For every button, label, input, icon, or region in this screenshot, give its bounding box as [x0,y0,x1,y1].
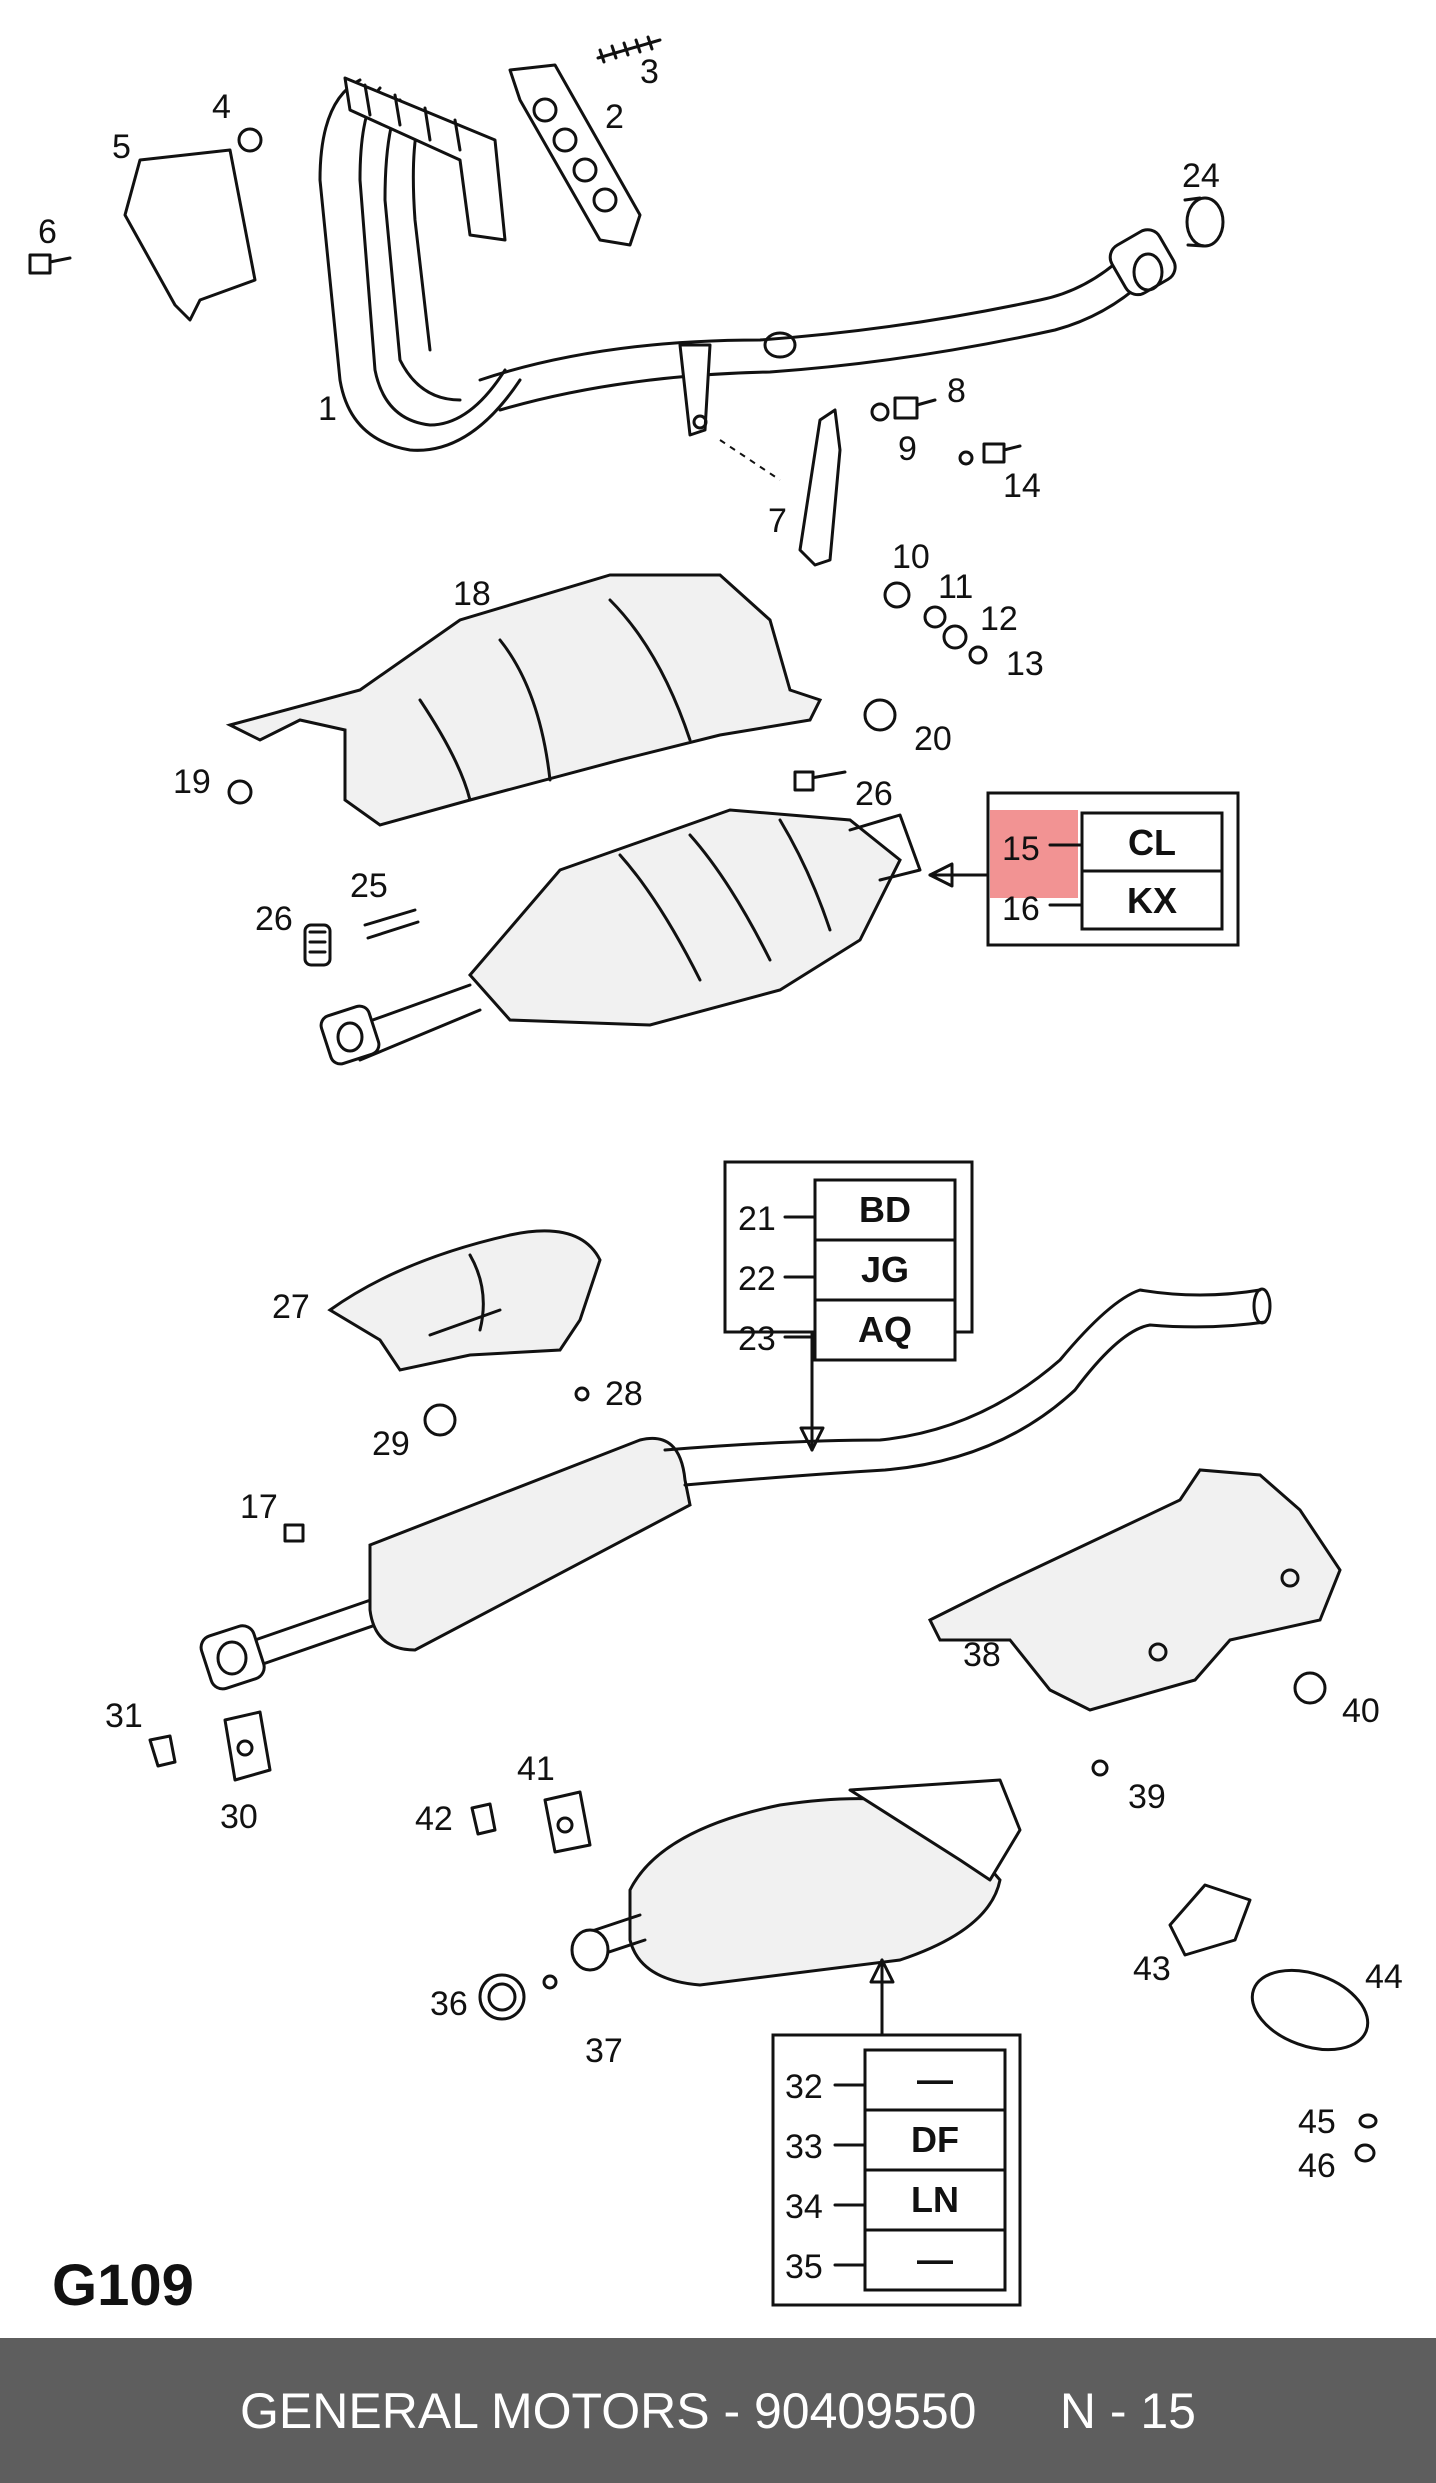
table-row-32-code: — [917,2059,953,2100]
footer-gap [976,2382,1059,2440]
callout-24: 24 [1182,157,1220,195]
callout-2: 2 [605,98,624,136]
table-row-35-number: 35 [785,2248,823,2286]
callout-45: 45 [1298,2103,1336,2141]
nut-29-part [423,1403,457,1437]
callout-10: 10 [892,538,930,576]
footer-brand: GENERAL MOTORS [240,2382,710,2439]
callout-44: 44 [1365,1958,1403,1996]
rear-silencer-part [570,1778,1022,1987]
center-heat-shield-part [327,1229,602,1372]
callout-12: 12 [980,600,1018,638]
table-row-23-code: AQ [858,1309,912,1350]
footer-page-ref: N - 15 [1059,2382,1196,2439]
footer-bar: GENERAL MOTORS - 90409550 N - 15 [0,2338,1436,2483]
callout-36: 36 [430,1985,468,2023]
callout-42: 42 [415,1800,453,1838]
callout-4: 4 [212,88,231,126]
callout-41: 41 [517,1750,555,1788]
footer-part-number: 90409550 [753,2382,977,2439]
rear-heat-shield-part [927,1468,1342,1712]
callout-26a: 26 [255,900,293,938]
heat-bracket-part [123,148,257,322]
callout-18: 18 [453,575,491,613]
callout-38: 38 [963,1636,1001,1674]
table-row-33-number: 33 [785,2128,823,2166]
manifold-gasket-part [508,63,642,247]
catalytic-converter-part [319,808,922,1066]
callout-25: 25 [350,867,388,905]
nut-20-part [863,698,897,732]
callout-17: 17 [240,1488,278,1526]
pipe-variant-table: 21 22 23 BD JG AQ [723,1160,974,1362]
silencer-variant-table: 32 33 34 35 — DF LN — [771,2033,1022,2307]
callout-30: 30 [220,1798,258,1836]
bolt-17-part [283,1523,305,1543]
callout-5: 5 [112,128,131,166]
callout-19: 19 [173,763,211,801]
callout-1: 1 [318,390,337,428]
small-fasteners [870,396,1022,665]
table-row-15-code: CL [1128,822,1176,863]
table-row-32-number: 32 [785,2068,823,2106]
table-row-22-code: JG [861,1249,909,1290]
table-row-22-number: 22 [738,1260,776,1298]
callout-27: 27 [272,1288,310,1326]
callout-7: 7 [768,502,787,540]
clip-39-part [1091,1759,1109,1777]
table-row-15-number: 15 [1002,830,1040,868]
table-row-16-number: 16 [1002,890,1040,928]
catalytic-variant-table: 15 16 CL KX [986,791,1240,947]
callout-11: 11 [938,568,973,606]
table-row-23-number: 23 [738,1320,776,1358]
sealing-ring-part [1183,196,1225,248]
table-row-16-code: KX [1127,880,1177,921]
callout-28: 28 [605,1375,643,1413]
table-row-33-code: DF [911,2119,959,2160]
table-row-34-number: 34 [785,2188,823,2226]
callout-13: 13 [1006,645,1044,683]
callout-31: 31 [105,1697,143,1735]
callout-20: 20 [914,720,952,758]
rubber-mounts [148,1710,592,1854]
highlight-row-15 [990,810,1078,898]
callout-37: 37 [585,2032,623,2070]
callout-43: 43 [1133,1950,1171,1988]
page-code: G109 [52,2253,194,2318]
callout-6: 6 [38,213,57,251]
callout-39: 39 [1128,1778,1166,1816]
table-row-21-number: 21 [738,1200,776,1238]
bolt-part [28,253,72,275]
nut-part [237,127,263,153]
callout-14: 14 [1003,467,1041,505]
table-row-35-code: — [917,2239,953,2280]
callout-9: 9 [898,430,917,468]
rear-mount-and-band-parts [1168,1883,1378,2163]
intermediate-pipe-silencer-part [199,1287,1272,1691]
clip-28-part [574,1386,590,1402]
callout-46: 46 [1298,2147,1336,2185]
catalyst-heat-shield-part [225,573,823,827]
footer-separator: - [709,2382,754,2439]
clamp-part [478,1973,558,2021]
exhaust-manifold-part [318,76,1177,452]
spring-bolt-parts [303,770,847,967]
nut-19-part [227,779,253,805]
pipe-bracket-part [798,408,842,567]
callout-8: 8 [947,372,966,410]
table-row-34-code: LN [911,2179,959,2220]
callout-3: 3 [640,53,659,91]
callout-40: 40 [1342,1692,1380,1730]
table-row-21-code: BD [859,1189,911,1230]
callout-26b: 26 [855,775,893,813]
callout-numbers: 1 2 3 4 5 6 7 8 9 10 11 12 13 14 17 18 1… [38,53,1403,2185]
stud-part [596,35,662,64]
callout-29: 29 [372,1425,410,1463]
nut-40-part [1293,1671,1327,1705]
exhaust-system-diagram: 1 2 3 4 5 6 7 8 9 10 11 12 13 14 17 18 1… [28,35,1403,2307]
